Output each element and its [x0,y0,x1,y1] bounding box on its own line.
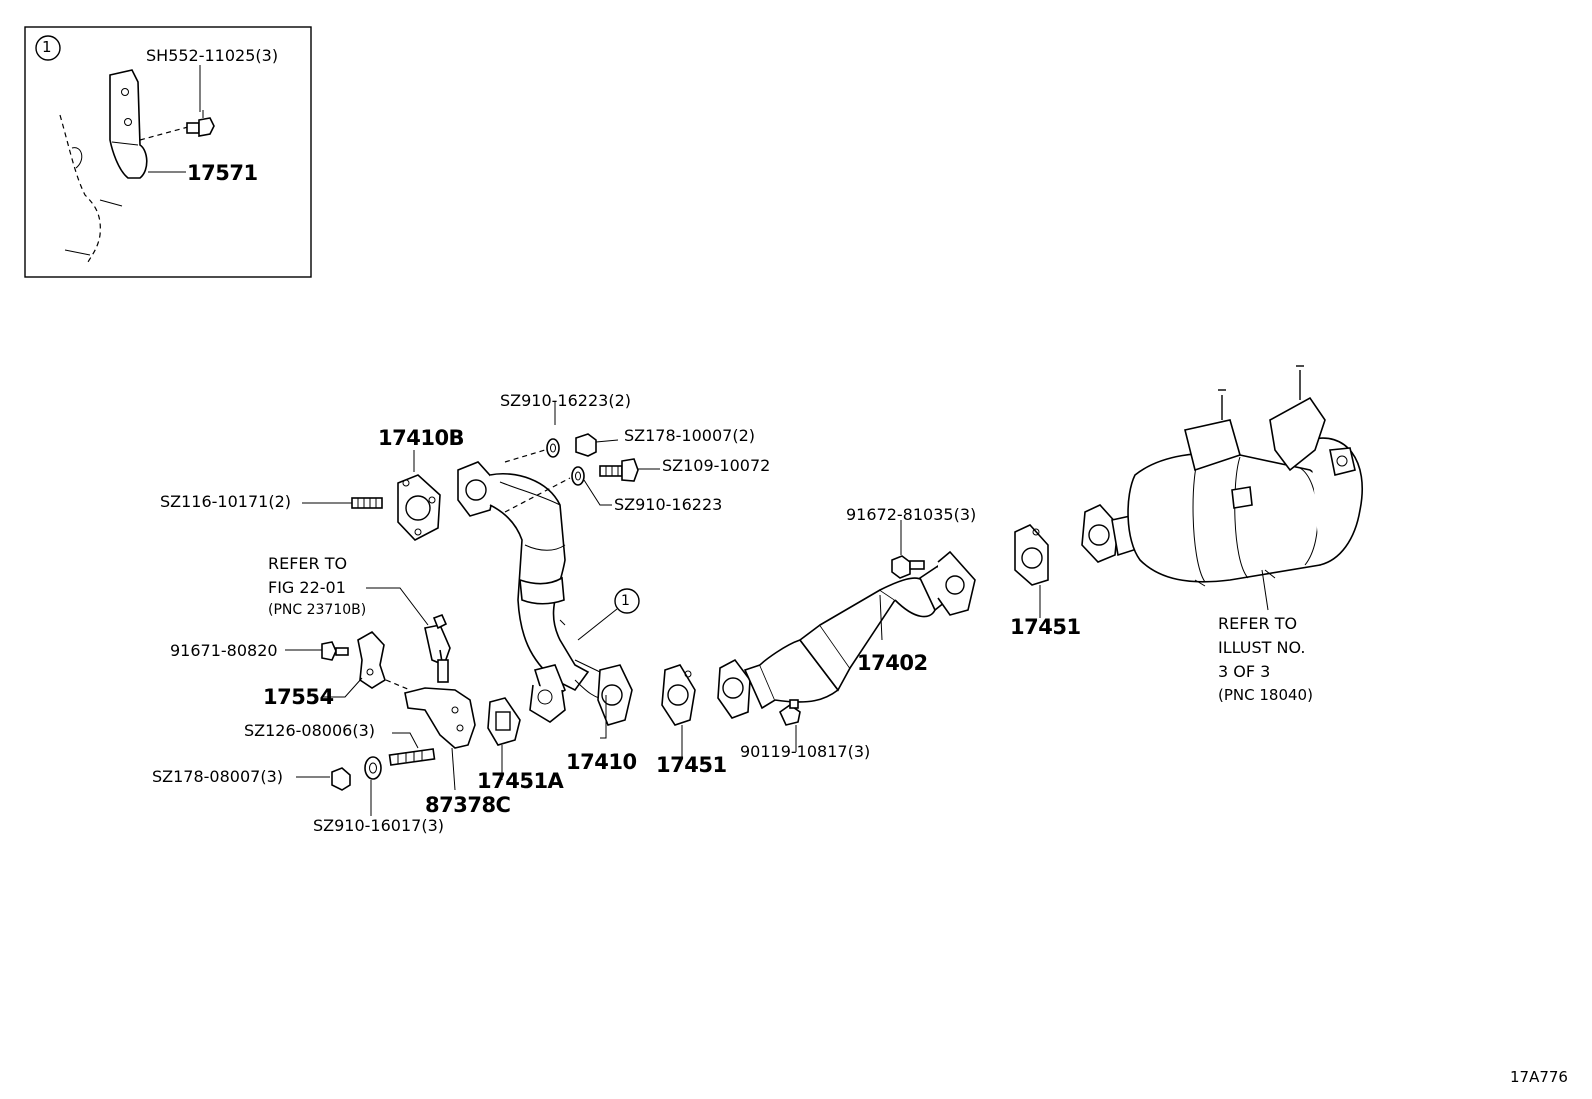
top-hardware [504,402,660,513]
gasket-17410b-shape [397,450,441,541]
inset-marker-circle [35,35,61,61]
label-sz910-16017-3[interactable]: SZ910-16017(3) [313,816,444,835]
label-17410b[interactable]: 17410B [378,426,465,450]
front-pipe-17410-shape [457,461,640,739]
label-17410[interactable]: 17410 [566,750,637,774]
sensor-shape [366,587,451,683]
bracket-17554-shape [322,630,411,698]
label-17571[interactable]: 17571 [187,161,258,185]
inset-detail [24,26,312,278]
gasket-17451-left-shape [661,664,696,760]
bracket-17571-shape [109,69,148,179]
gasket-17451-right-shape [1014,524,1049,618]
label-17451a[interactable]: 17451A [477,769,564,793]
label-refer-illust-line3: 3 OF 3 [1218,662,1271,681]
converter-assembly-shape [1081,365,1363,611]
label-refer-illust-line4: (PNC 18040) [1218,686,1313,704]
bolt-91671 [285,641,349,661]
label-refer-illust-line1: REFER TO [1218,614,1298,633]
label-sz178-08007-3[interactable]: SZ178-08007(3) [152,767,283,786]
label-refer-fig-line2[interactable]: FIG 22-01 [268,578,346,597]
callout-marker-label: 1 [621,593,630,609]
stud-sz116 [302,497,383,509]
label-91672-81035-3[interactable]: 91672-81035(3) [846,505,977,524]
label-sz910-16223-2[interactable]: SZ910-16223(2) [500,391,631,410]
washer-sz910-16017 [364,756,382,816]
gasket-17451a-shape [487,697,521,780]
label-91671-80820[interactable]: 91671-80820 [170,641,278,660]
label-sz178-10007-2[interactable]: SZ178-10007(2) [624,426,755,445]
illustration-id: 17A776 [1510,1068,1568,1086]
bolt-sh552 [186,110,215,137]
nut-sz178-08007 [296,767,351,791]
label-sz910-16223[interactable]: SZ910-16223 [614,495,723,514]
stud-sz126 [388,732,436,766]
label-refer-illust-line2[interactable]: ILLUST NO. [1218,638,1306,657]
label-17451-left[interactable]: 17451 [656,753,727,777]
label-sz109-10072[interactable]: SZ109-10072 [662,456,771,475]
label-90119-10817-3[interactable]: 90119-10817(3) [740,742,871,761]
label-refer-fig-line1: REFER TO [268,554,348,573]
label-17554[interactable]: 17554 [263,685,334,709]
bracket-87378c-shape [404,687,476,791]
label-sz116-10171-2[interactable]: SZ116-10171(2) [160,492,291,511]
label-87378c[interactable]: 87378C [425,793,511,817]
label-sh552-11025[interactable]: SH552-11025(3) [146,46,279,65]
label-17402[interactable]: 17402 [857,651,928,675]
label-17451-right[interactable]: 17451 [1010,615,1081,639]
pipe-17402-shape [717,520,976,752]
inset-marker-label: 1 [42,38,52,56]
label-sz126-08006-3[interactable]: SZ126-08006(3) [244,721,375,740]
label-refer-fig-line3: (PNC 23710B) [268,602,367,618]
